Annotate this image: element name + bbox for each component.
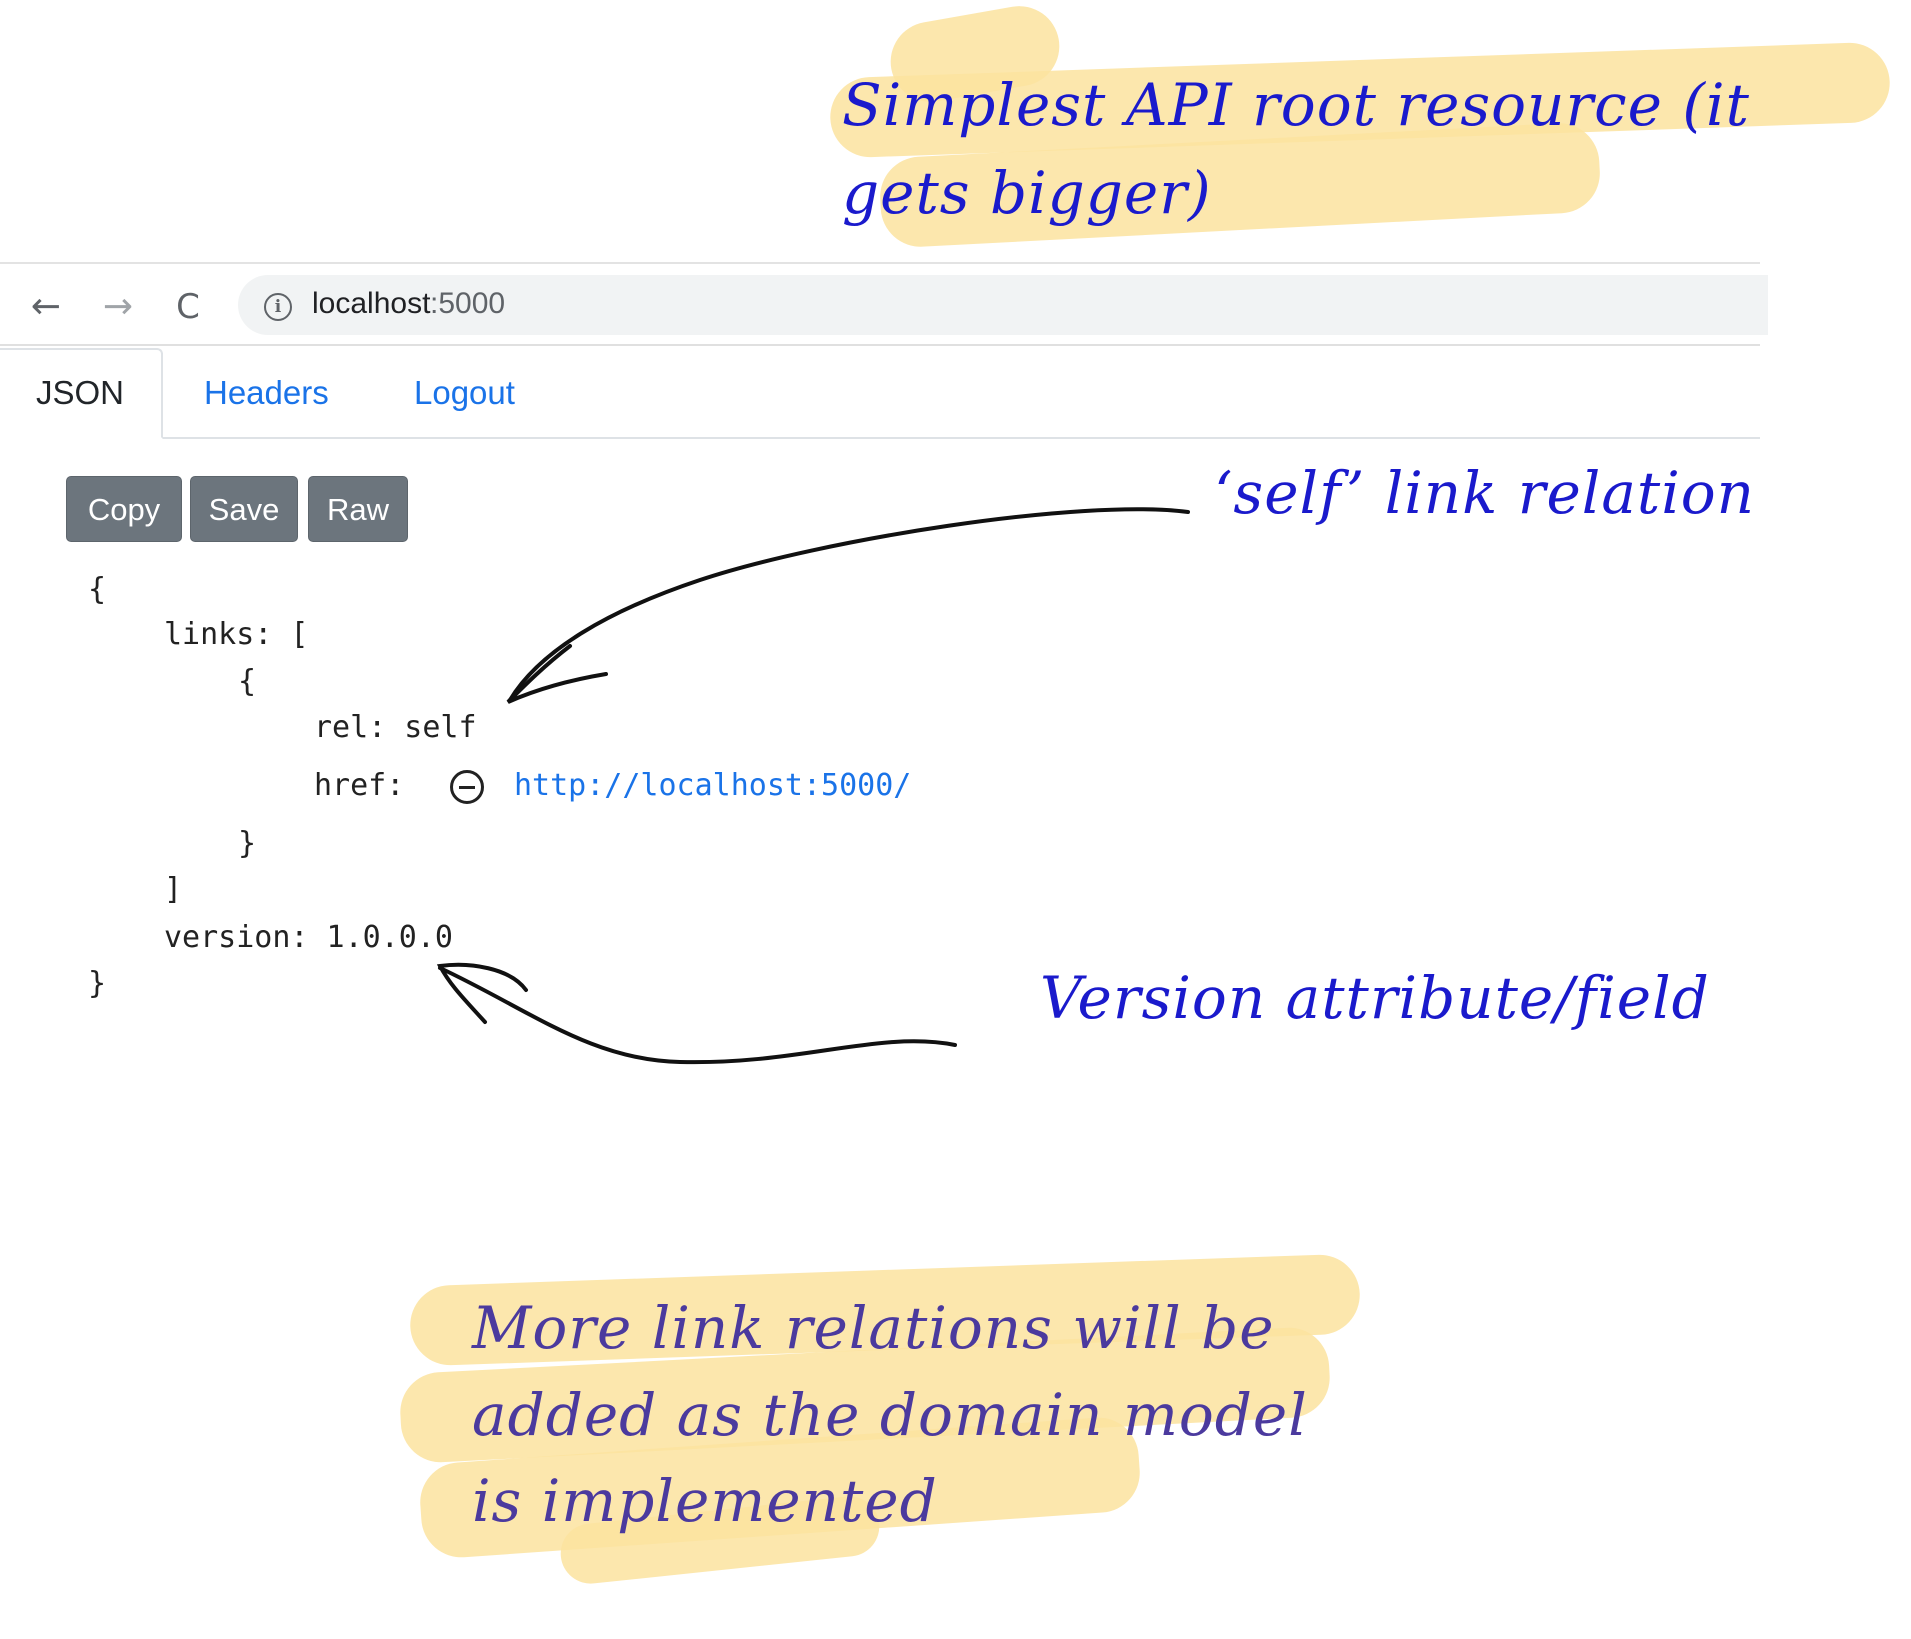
- address-bar[interactable]: [238, 275, 1768, 335]
- tab-json[interactable]: [0, 348, 163, 439]
- json-item-open: {: [238, 664, 257, 699]
- annotation-bottom-line3: is implemented: [472, 1467, 938, 1535]
- info-icon[interactable]: i: [264, 293, 292, 321]
- tab-logout[interactable]: Logout: [414, 374, 515, 411]
- annotation-version: Version attribute/field: [1040, 964, 1710, 1032]
- tab-headers[interactable]: Headers: [204, 374, 329, 411]
- json-href-key: href:: [314, 768, 405, 803]
- url-host[interactable]: localhost: [312, 287, 431, 320]
- raw-button[interactable]: Raw: [308, 476, 408, 542]
- back-arrow-icon[interactable]: ←: [30, 286, 62, 327]
- save-button[interactable]: Save: [190, 476, 298, 542]
- annotation-bottom-line1: More link relations will be: [472, 1294, 1275, 1362]
- copy-button[interactable]: Copy: [66, 476, 182, 542]
- annotation-bottom-line2: added as the domain model: [472, 1381, 1308, 1449]
- version-arrow-head: [436, 962, 528, 1024]
- annotation-title-line2: gets bigger): [842, 159, 1212, 227]
- json-links-close: ]: [164, 872, 183, 907]
- self-arrow-head: [506, 644, 608, 704]
- annotation-title-line1: Simplest API root resource (it: [842, 71, 1750, 139]
- json-links-key: links: [: [164, 617, 309, 652]
- reload-icon[interactable]: C: [176, 287, 200, 327]
- version-arrow-line: [438, 966, 957, 1065]
- tab-json-label[interactable]: JSON: [36, 374, 125, 411]
- json-close-brace: }: [88, 966, 107, 1001]
- self-arrow-line: [508, 507, 1190, 702]
- json-item-close: }: [238, 826, 257, 861]
- json-open-brace: {: [88, 572, 107, 607]
- json-version-line: version: 1.0.0.0: [164, 920, 453, 955]
- url-port[interactable]: :5000: [430, 287, 506, 320]
- tabs-border: [0, 437, 1760, 439]
- json-rel-line: rel: self: [314, 710, 477, 745]
- json-href-link[interactable]: http://localhost:5000/: [514, 768, 912, 803]
- window-top-border: [0, 262, 1760, 264]
- collapse-icon[interactable]: [450, 770, 484, 804]
- forward-arrow-icon[interactable]: →: [102, 286, 134, 327]
- chrome-divider: [0, 344, 1760, 346]
- annotation-self-link: ‘self’ link relation: [1214, 459, 1756, 527]
